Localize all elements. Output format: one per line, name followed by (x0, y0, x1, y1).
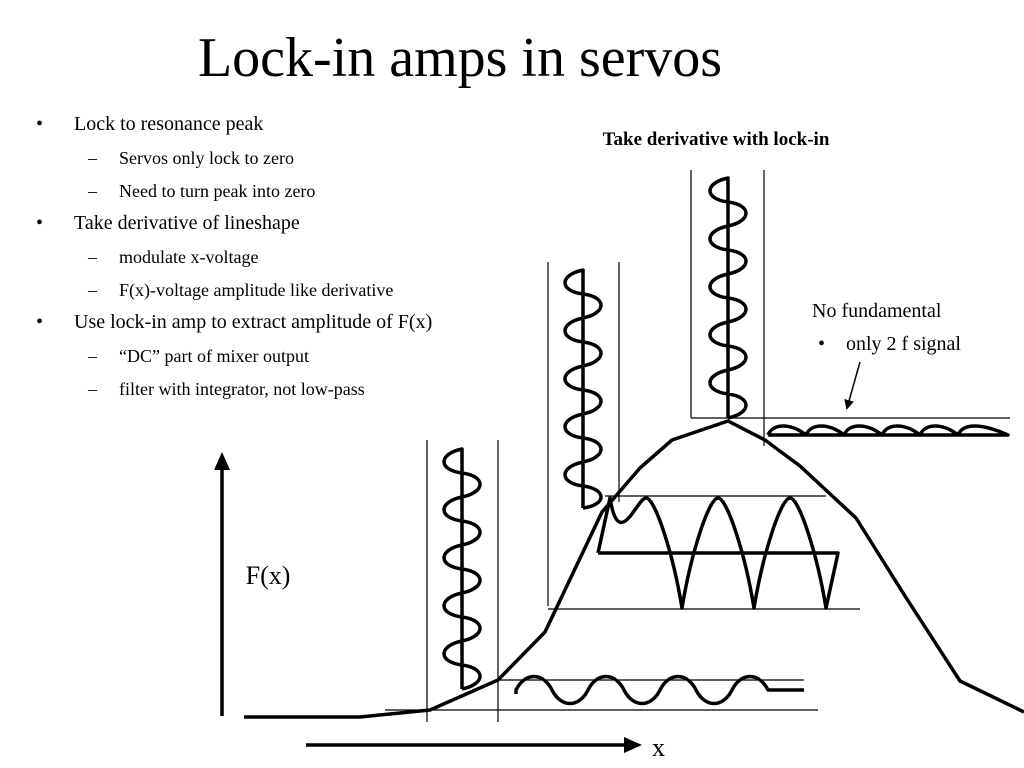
second-harmonic-wave (766, 424, 1010, 437)
sub-bullet-text: Need to turn peak into zero (119, 181, 316, 201)
sub-bullet-text: F(x)-voltage amplitude like derivative (119, 280, 394, 300)
slide-title: Lock-in amps in servos (197, 27, 723, 89)
sub-bullet-marker: – (88, 280, 97, 300)
note-title: No fundamental (812, 300, 942, 322)
bullet-list: • Lock to resonance peak – Servos only l… (28, 110, 568, 400)
sub-bullet-marker: – (88, 181, 97, 201)
input-modulation-wave (442, 447, 482, 691)
sub-bullet-item: – modulate x-voltage (28, 246, 568, 268)
bullet-item: • Use lock-in amp to extract amplitude o… (28, 310, 568, 334)
output-signal-wave (514, 674, 804, 706)
y-axis-arrowhead (214, 452, 230, 470)
bullet-marker: • (36, 212, 44, 234)
note-bullet-marker: • (818, 333, 825, 355)
sub-bullet-text: Servos only lock to zero (119, 148, 294, 168)
note-bullet: only 2 f signal (846, 333, 961, 355)
sub-bullet-item: – Servos only lock to zero (28, 147, 568, 169)
bullet-text: Lock to resonance peak (74, 113, 264, 135)
sub-bullet-text: modulate x-voltage (119, 247, 259, 267)
input-modulation-wave (708, 176, 748, 420)
x-axis-label: x (652, 733, 665, 762)
lineshape-curve (244, 419, 1024, 719)
bullet-item: • Lock to resonance peak (28, 112, 568, 136)
output-signal-wave (596, 496, 840, 610)
x-axis-arrowhead (624, 737, 642, 753)
note-pointer-arrow (844, 361, 861, 410)
sub-bullet-marker: – (88, 247, 97, 267)
sub-bullet-item: – Need to turn peak into zero (28, 180, 568, 202)
sub-bullet-marker: – (88, 379, 97, 399)
modulation-guide-lines (385, 170, 1010, 722)
bullet-text: Use lock-in amp to extract amplitude of … (74, 311, 433, 333)
sub-bullet-marker: – (88, 346, 97, 366)
sub-bullet-text: “DC” part of mixer output (119, 346, 309, 366)
diagram-heading: Take derivative with lock-in (603, 129, 830, 150)
sub-bullet-item: – “DC” part of mixer output (28, 345, 568, 367)
bullet-text: Take derivative of lineshape (74, 212, 300, 234)
bullet-marker: • (36, 113, 44, 135)
sub-bullet-marker: – (88, 148, 97, 168)
sub-bullet-item: – F(x)-voltage amplitude like derivative (28, 279, 568, 301)
sub-bullet-item: – filter with integrator, not low-pass (28, 378, 568, 400)
bullet-marker: • (36, 311, 44, 333)
bullet-item: • Take derivative of lineshape (28, 211, 568, 235)
y-axis-label: F(x) (246, 561, 291, 590)
input-modulation-wave (563, 268, 603, 510)
sub-bullet-text: filter with integrator, not low-pass (119, 379, 365, 399)
